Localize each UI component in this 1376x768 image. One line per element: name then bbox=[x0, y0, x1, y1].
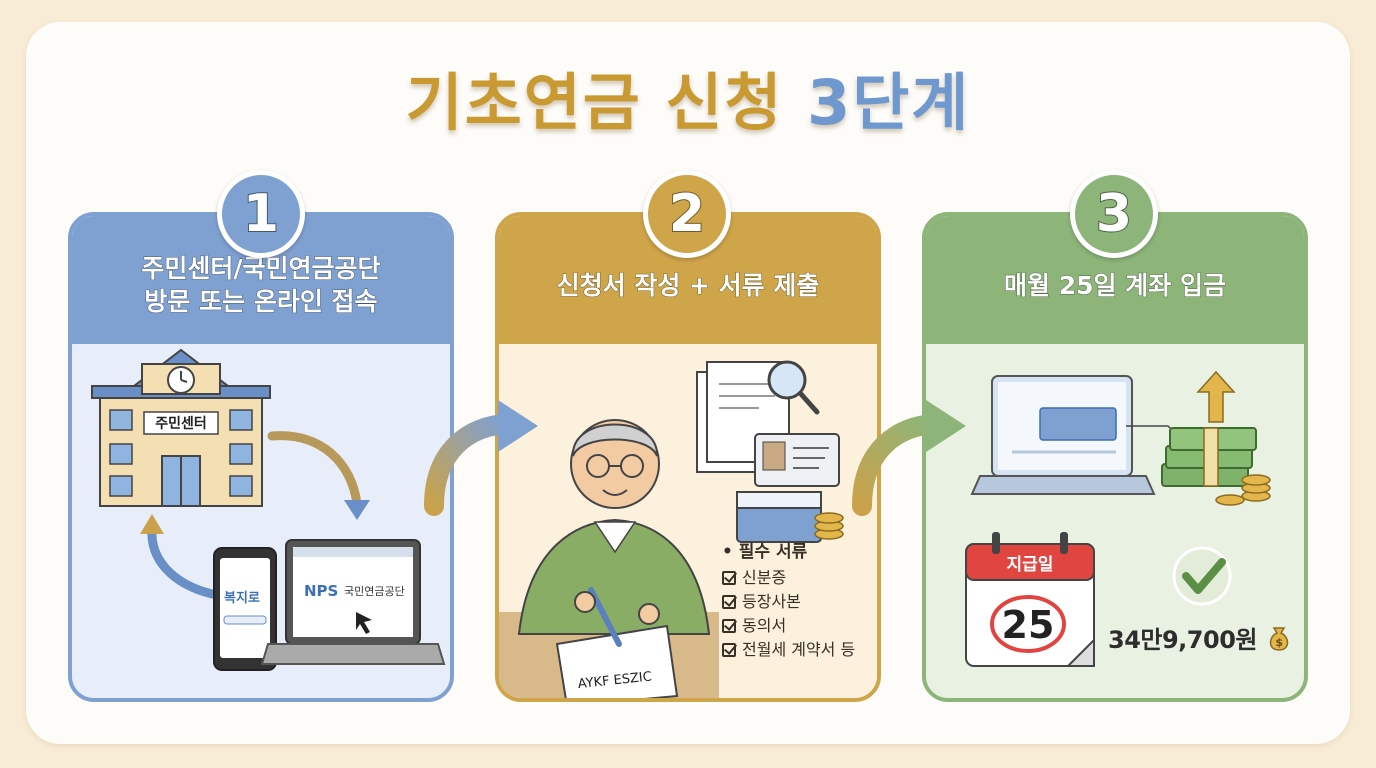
checkbox-icon bbox=[722, 643, 736, 657]
building-sign: 주민센터 bbox=[155, 415, 207, 432]
coins-icon bbox=[1215, 474, 1271, 506]
list-item: 신분증 bbox=[722, 566, 855, 590]
checkbox-icon bbox=[722, 595, 736, 609]
phone-icon: 복지로 bbox=[213, 547, 277, 671]
id-card-icon bbox=[754, 433, 840, 487]
checkbox-icon bbox=[722, 571, 736, 585]
payment-amount: 34만9,700원 $ bbox=[1108, 620, 1293, 655]
phone-logo: 복지로 bbox=[224, 591, 260, 606]
magnifier-icon bbox=[767, 360, 820, 415]
calendar-header: 지급일 bbox=[1007, 555, 1054, 575]
list-item: 등장사본 bbox=[722, 590, 855, 614]
coins-icon bbox=[814, 512, 844, 540]
building-icon: 주민센터 bbox=[91, 348, 271, 507]
step-2-badge: 2 bbox=[643, 170, 731, 258]
title-main: 기초연금 신청 bbox=[404, 65, 784, 141]
application-form: AYKF ESZIC bbox=[555, 587, 679, 698]
step-1-illustration: 주민센터 복지로 bbox=[72, 344, 450, 698]
required-docs-list: • 필수 서류 신분증 등장사본 동의서 전월세 계약서 등 bbox=[722, 540, 855, 662]
bankbook-icon bbox=[736, 491, 822, 543]
calendar-icon: 지급일 25 bbox=[965, 532, 1095, 667]
up-arrow-icon bbox=[1196, 370, 1236, 423]
checkmark-icon bbox=[1172, 546, 1232, 606]
laptop-logo-ko: 국민연금공단 bbox=[344, 585, 405, 598]
laptop-icon: NPS 국민연금공단 bbox=[260, 539, 446, 665]
calendar-day: 25 bbox=[1002, 603, 1055, 647]
laptop-logo-en: NPS bbox=[304, 582, 338, 600]
step-2-panel: 신청서 작성 + 서류 제출 AYKF ESZIC bbox=[495, 212, 881, 702]
step-3-illustration: 지급일 25 bbox=[926, 344, 1304, 698]
checkbox-icon bbox=[722, 619, 736, 633]
flow-arrow-icon bbox=[424, 400, 538, 516]
flow-arrow-icon bbox=[140, 431, 370, 599]
money-bag-icon: $ bbox=[1269, 627, 1289, 651]
step-3-heading: 매월 25일 계좌 입금 bbox=[926, 216, 1304, 344]
step-1-badge: 1 bbox=[217, 170, 305, 258]
step-2-illustration: AYKF ESZIC bbox=[499, 344, 877, 698]
list-item: 동의서 bbox=[722, 614, 855, 638]
grandfather-icon bbox=[517, 419, 711, 635]
step-3-panel: 매월 25일 계좌 입금 bbox=[922, 212, 1308, 702]
svg-text:$: $ bbox=[1275, 636, 1282, 649]
laptop-icon bbox=[970, 375, 1183, 495]
flow-arrow-icon bbox=[852, 400, 966, 516]
page-title: 기초연금 신청 3단계 bbox=[0, 52, 1376, 142]
list-item: 전월세 계약서 등 bbox=[722, 638, 855, 662]
step-3-badge: 3 bbox=[1070, 170, 1158, 258]
money-stack-icon bbox=[1161, 427, 1257, 487]
required-docs-heading: • 필수 서류 bbox=[722, 542, 808, 562]
title-steps: 3단계 bbox=[806, 65, 971, 141]
